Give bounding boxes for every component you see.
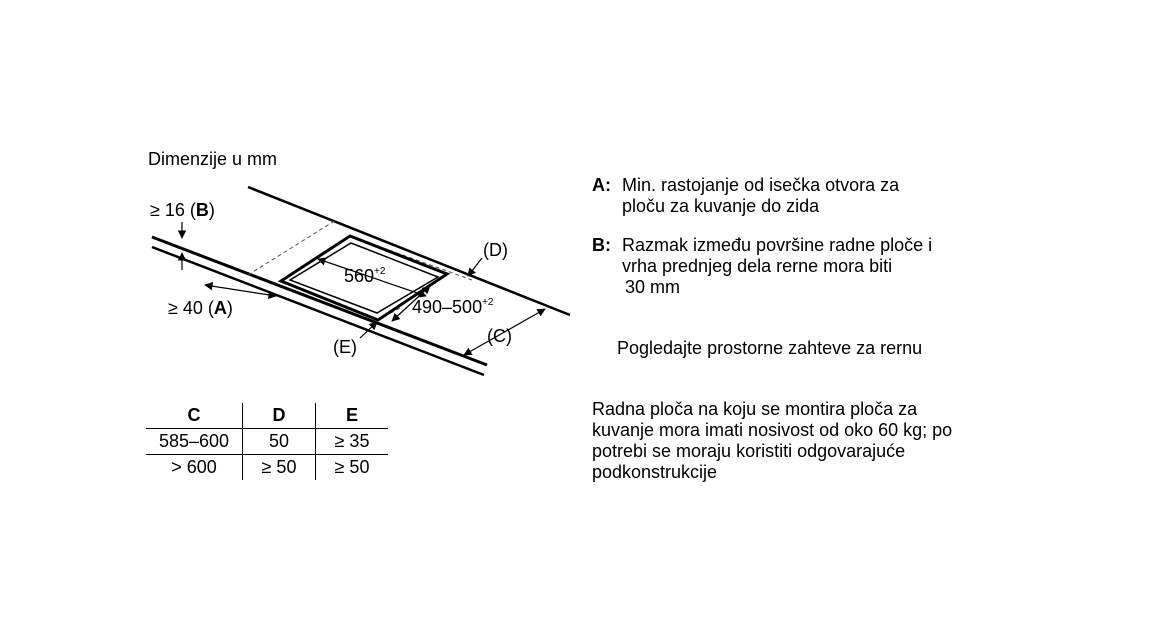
e-label: (E) [333,337,357,357]
load-note-line: potrebi se moraju koristiti odgovarajuće [592,441,906,461]
note-a: A: Min. rastojanje od isečka otvora za p… [592,175,899,217]
note-b-key: B: [592,235,611,255]
table-cell: 585–600 [158,431,230,451]
table-header-e: E [315,403,388,429]
b-dimension-label: ≥ 16 (B) [150,200,215,220]
table-header-d: D [242,403,316,429]
table-cell: ≥ 35 [315,428,388,455]
depth-dimension-label: 490–500+2 [412,297,494,317]
worktop-front-edge-top [151,235,488,367]
table-row: > 600 ≥ 50 ≥ 50 [146,454,388,480]
note-b-body: Razmak između površine radne ploče i vrh… [622,235,932,298]
width-dimension-label: 560+2 [344,266,386,286]
table-cell: 50 [242,428,316,455]
guide-dashed-left [247,219,337,276]
worktop-front-edge-bottom [151,245,485,377]
a-dimension-arrow [204,282,277,299]
note-a-key: A: [592,175,611,195]
load-note: Radna ploča na koju se montira ploča za … [592,399,952,483]
note-b-line: Razmak između površine radne ploče i [622,235,933,255]
d-label: (D) [483,240,508,260]
load-note-line: kuvanje mora imati nosivost od oko 60 kg… [592,420,953,440]
e-pointer-line [359,321,378,339]
load-note-line: Radna ploča na koju se montira ploča za [592,399,918,419]
note-a-line: ploču za kuvanje do zida [622,196,820,216]
table-cell: ≥ 50 [242,454,316,480]
table-cell: ≥ 50 [315,454,388,480]
a-dimension-label: ≥ 40 (A) [168,298,233,318]
note-b: B: Razmak između površine radne ploče i … [592,235,932,298]
depth-dimension-arrow [391,285,431,322]
c-label: (C) [487,326,512,346]
table-header-row: C D E [146,403,388,429]
table-cell: > 600 [171,457,217,477]
wall-edge-line [247,185,571,317]
note-a-line: Min. rastojanje od isečka otvora za [622,175,900,195]
table-header-c: C [187,405,201,425]
table-row: 585–600 50 ≥ 35 [146,428,388,455]
dimensions-caption: Dimenzije u mm [148,149,278,169]
note-a-body: Min. rastojanje od isečka otvora za ploč… [622,175,899,217]
oven-note: Pogledajte prostorne zahteve za rernu [617,338,923,358]
note-b-line: vrha prednjeg dela rerne mora biti [622,256,893,276]
note-b-line: 30 mm [625,277,681,297]
c-dimension-arrow [463,308,546,356]
load-note-line: podkonstrukcije [592,462,718,482]
d-pointer-line [467,257,483,277]
dimension-table: C D E 585–600 50 ≥ 35 > 600 ≥ 50 ≥ 50 [146,403,388,480]
